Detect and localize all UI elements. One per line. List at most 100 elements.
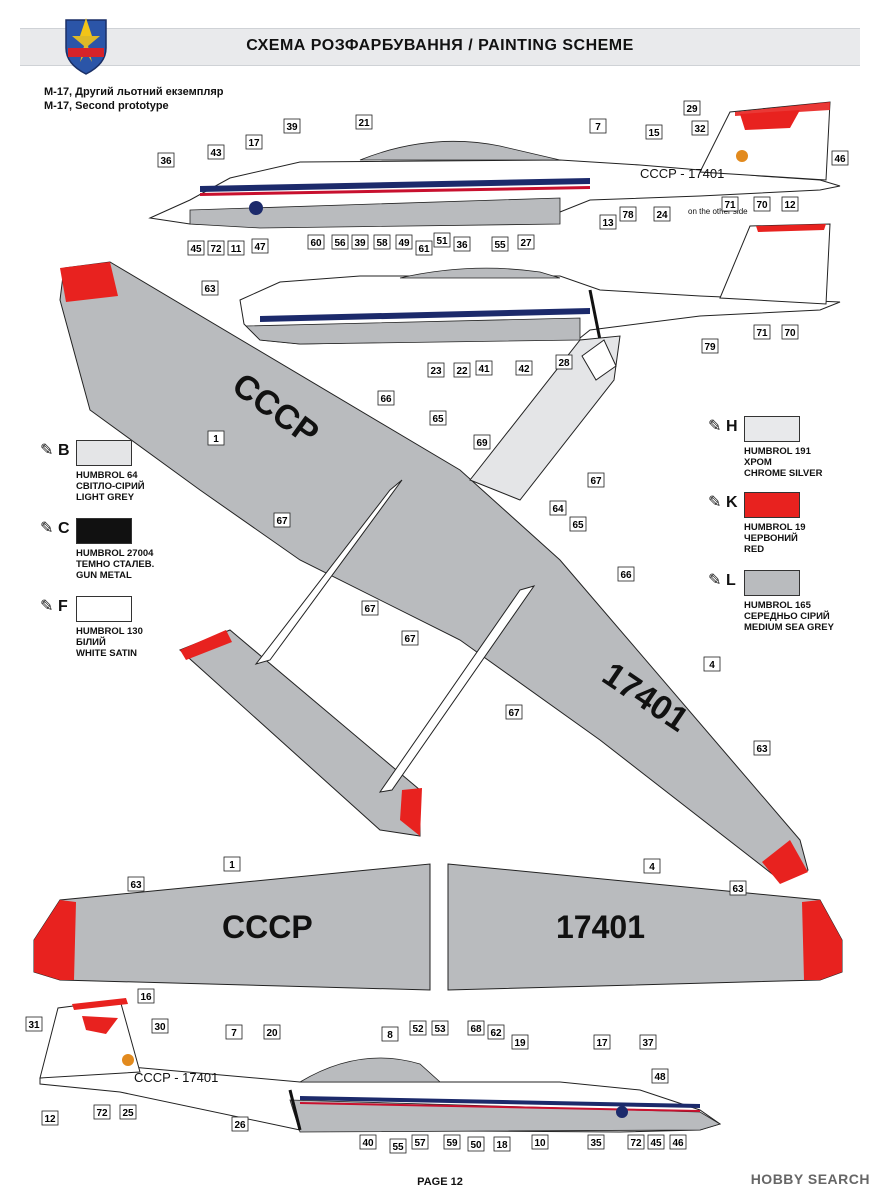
callout-top-side: 36 [453, 236, 471, 252]
callout-bottom-side: 53 [431, 1020, 449, 1036]
callout-number: 67 [508, 708, 520, 719]
callout-number: 79 [704, 342, 716, 353]
callout-bottom-side: 19 [511, 1034, 529, 1050]
callout-number: 70 [784, 328, 796, 339]
callout-planform: 63 [753, 740, 771, 756]
callout-number: 63 [130, 880, 142, 891]
callout-top-side: 13 [599, 214, 617, 230]
modelsvit-logo-icon [62, 14, 110, 76]
callout-second-side: 23 [427, 362, 445, 378]
callout-number: 7 [595, 122, 601, 133]
legend-letter: K [726, 494, 738, 511]
callout-number: 52 [412, 1024, 424, 1035]
callout-number: 66 [380, 394, 392, 405]
callout-number: 65 [572, 520, 584, 531]
callout-number: 62 [490, 1028, 502, 1039]
side-view-second [239, 223, 841, 345]
callout-number: 10 [534, 1138, 546, 1149]
callout-planform: 65 [429, 410, 447, 426]
page-title: СХЕМА РОЗФАРБУВАННЯ / PAINTING SCHEME [246, 37, 634, 54]
callout-top-side: 56 [331, 234, 349, 250]
callout-number: 72 [630, 1138, 642, 1149]
callout-number: 1 [213, 434, 219, 445]
callout-bottom-side: 57 [411, 1134, 429, 1150]
header-band [20, 28, 860, 66]
callout-number: 30 [154, 1022, 166, 1033]
callout-second-side: 41 [475, 360, 493, 376]
callout-number: 72 [210, 244, 222, 255]
callout-number: 24 [656, 210, 668, 221]
callout-number: 50 [470, 1140, 482, 1151]
callout-top-side: 12 [781, 196, 799, 212]
callout-second-side: 22 [453, 362, 471, 378]
callout-second-side: 28 [555, 354, 573, 370]
legend-letter: H [726, 418, 738, 435]
callout-number: 35 [590, 1138, 602, 1149]
callout-number: 28 [558, 358, 570, 369]
callout-bottom-side: 25 [119, 1104, 137, 1120]
callout-number: 12 [784, 200, 796, 211]
brush-icon: ✎ [708, 494, 722, 511]
brush-icon: ✎ [40, 442, 54, 459]
callout-number: 63 [204, 284, 216, 295]
fuselage-marking-bottom: CCCP - 17401 [134, 1070, 218, 1085]
callout-number: 13 [602, 218, 614, 229]
callout-number: 32 [694, 124, 706, 135]
callout-bottom-side: 37 [639, 1034, 657, 1050]
callout-number: 46 [834, 154, 846, 165]
callout-number: 45 [650, 1138, 662, 1149]
callout-top-side: 51 [433, 232, 451, 248]
callout-bottom-side: 16 [137, 988, 155, 1004]
callout-number: 63 [732, 884, 744, 895]
brush-icon: ✎ [708, 418, 722, 435]
legend-letter: L [726, 572, 736, 589]
callout-bottom-side: 52 [409, 1020, 427, 1036]
callout-top-side: 45 [187, 240, 205, 256]
callout-number: 57 [414, 1138, 426, 1149]
callout-top-side: 60 [307, 234, 325, 250]
callout-top-side: 39 [351, 234, 369, 250]
callout-bottom-side: 31 [25, 1016, 43, 1032]
callout-top-side: 78 [619, 206, 637, 222]
callout-number: 16 [140, 992, 152, 1003]
callout-number: 46 [672, 1138, 684, 1149]
callout-top-side: 55 [491, 236, 509, 252]
callout-bottom-side: 55 [389, 1138, 407, 1154]
callout-number: 69 [476, 438, 488, 449]
callout-top-side: 49 [395, 234, 413, 250]
callout-top-side: 15 [645, 124, 663, 140]
callout-wings-lower: 63 [729, 880, 747, 896]
callout-number: 67 [364, 604, 376, 615]
legend-swatch [76, 518, 132, 544]
callout-number: 18 [496, 1140, 508, 1151]
callout-top-side: 43 [207, 144, 225, 160]
callout-number: 71 [756, 328, 768, 339]
callout-number: 21 [358, 118, 370, 129]
callout-planform: 65 [569, 516, 587, 532]
callout-wings-lower: 63 [127, 876, 145, 892]
callout-second-side: 42 [515, 360, 533, 376]
callout-planform: 67 [401, 630, 419, 646]
callout-bottom-side: 72 [93, 1104, 111, 1120]
callout-number: 15 [648, 128, 660, 139]
callout-top-side: 71 [721, 196, 739, 212]
callout-planform: 4 [703, 656, 721, 672]
callout-number: 11 [231, 244, 242, 255]
callout-planform: 67 [587, 472, 605, 488]
callout-planform: 67 [505, 704, 523, 720]
subtitle-ua: M-17, Другий льотний екземпляр [44, 86, 224, 98]
callout-bottom-side: 35 [587, 1134, 605, 1150]
callout-number: 12 [44, 1114, 56, 1125]
watermark: HOBBY SEARCH [750, 1171, 870, 1187]
callout-bottom-side: 7 [225, 1024, 243, 1040]
callout-number: 20 [266, 1028, 278, 1039]
callout-top-side: 70 [753, 196, 771, 212]
callout-bottom-side: 59 [443, 1134, 461, 1150]
callout-top-side: 36 [157, 152, 175, 168]
callout-top-side: 29 [683, 100, 701, 116]
side-view-bottom [39, 998, 722, 1133]
callout-planform: 67 [361, 600, 379, 616]
callout-number: 37 [642, 1038, 654, 1049]
